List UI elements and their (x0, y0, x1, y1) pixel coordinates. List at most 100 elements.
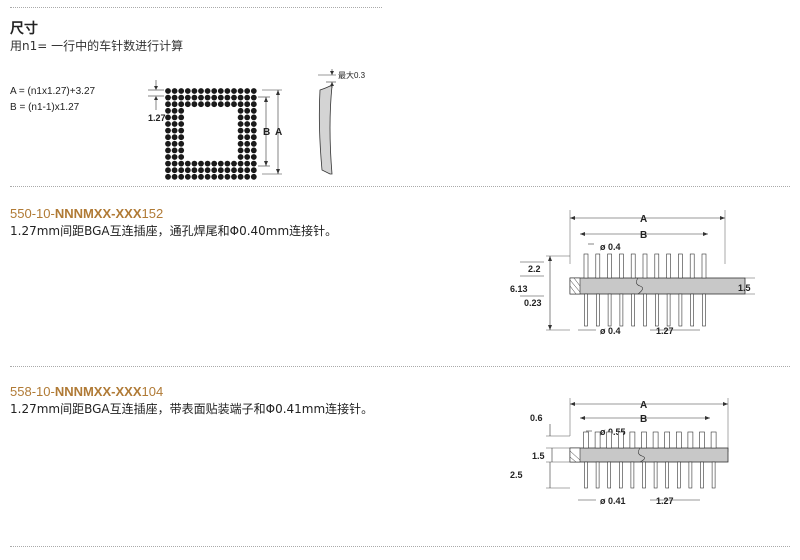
solder-ball (178, 140, 185, 147)
solder-ball (244, 101, 251, 108)
solder-ball (191, 94, 198, 101)
pn-mid: NNNMXX-XXX (54, 206, 142, 221)
solder-ball (178, 134, 185, 141)
solder-ball (237, 121, 244, 127)
dim-pitch: 1.27 (656, 496, 674, 506)
solder-ball (211, 94, 218, 101)
pin-top (664, 431, 670, 449)
solder-ball (224, 88, 231, 94)
solder-ball (198, 160, 204, 167)
solder-ball (237, 147, 244, 154)
solder-ball (198, 88, 204, 94)
solder-ball (217, 88, 224, 94)
pin-top (642, 253, 648, 279)
solder-ball (165, 88, 171, 94)
solder-ball (244, 140, 251, 147)
product2-drawing: A B ø 0.55 0.6 1.5 2.5 ø 0.41 1.27 (510, 398, 729, 506)
solder-ball (171, 101, 178, 108)
label-a: A (275, 127, 282, 138)
label-b: B (263, 127, 270, 138)
solder-ball (250, 134, 257, 141)
pin-top (666, 253, 671, 279)
dim-1-5: 1.5 (532, 451, 545, 461)
solder-ball (244, 147, 251, 154)
pin-top (678, 253, 683, 279)
dim-2-2: 2.2 (528, 264, 541, 274)
solder-ball (198, 173, 204, 180)
pin-top (618, 431, 624, 449)
solder-ball (244, 134, 251, 141)
section-title: 尺寸 (10, 21, 38, 37)
pin-top (687, 431, 694, 449)
product1-drawing: A B ø 0.4 6.13 2.2 0.23 1.5 ø 0.4 1.27 (510, 210, 755, 336)
pin-top (629, 431, 636, 449)
solder-ball (178, 114, 185, 121)
solder-ball (211, 160, 218, 167)
pin-bottom (607, 293, 612, 327)
separator-3 (10, 546, 790, 547)
pin-bottom (607, 461, 611, 489)
solder-ball (191, 173, 198, 180)
solder-ball (178, 154, 185, 160)
solder-ball (231, 167, 237, 174)
solder-ball (250, 173, 257, 180)
solder-ball (237, 101, 244, 108)
part-number-558: 558-10-NNNMXX-XXX104 (10, 384, 163, 399)
solder-ball (231, 173, 237, 180)
pin-top (606, 431, 612, 449)
solder-ball (165, 134, 171, 141)
solder-ball (184, 94, 191, 101)
solder-ball (237, 114, 244, 121)
formula-b: B = (n1-1)x1.27 (10, 102, 80, 113)
pin-bottom (619, 293, 624, 327)
solder-ball (204, 101, 211, 108)
pin-top (630, 253, 636, 279)
pin-top (583, 431, 589, 449)
solder-ball (237, 107, 244, 114)
pn-suffix: 152 (141, 206, 164, 221)
solder-ball (224, 167, 231, 174)
pn-prefix: 558-10- (10, 384, 55, 399)
dim-a: A (640, 214, 647, 225)
solder-ball (171, 134, 178, 141)
dim-2-5: 2.5 (510, 470, 523, 480)
solder-ball (171, 127, 178, 134)
dim-thick: 1.5 (738, 283, 751, 293)
solder-ball (165, 173, 171, 180)
pin-top (641, 431, 647, 449)
solder-ball (184, 101, 191, 108)
solder-ball (244, 154, 251, 160)
pin-top (710, 431, 717, 449)
solder-ball (178, 101, 185, 108)
solder-ball (224, 101, 231, 108)
solder-ball (244, 107, 251, 114)
dim-height: 6.13 (510, 284, 528, 294)
product1-pins (583, 253, 707, 327)
solder-ball (178, 160, 185, 167)
dim-dia-bottom: ø 0.41 (600, 496, 626, 506)
section-subtitle: 用n1= 一行中的车针数进行计算 (10, 39, 184, 53)
solder-ball (204, 160, 211, 167)
solder-ball (165, 154, 171, 160)
solder-ball (198, 101, 204, 108)
pin-bottom (653, 461, 658, 489)
solder-ball (165, 101, 171, 108)
pin-bottom (655, 293, 659, 327)
solder-ball (237, 88, 244, 94)
solder-ball (171, 94, 178, 101)
solder-ball (237, 167, 244, 174)
product1-description: 1.27mm间距BGA互连插座，通孔焊尾和Φ0.40mm连接针。 (10, 224, 338, 238)
pin-top (595, 253, 601, 279)
solder-ball (165, 114, 171, 121)
solder-ball (217, 167, 224, 174)
solder-ball (244, 88, 251, 94)
solder-ball (171, 121, 178, 127)
dim-0-6: 0.6 (530, 413, 543, 423)
pin-bottom (619, 461, 623, 489)
pin-bottom (584, 293, 588, 327)
solder-ball (171, 147, 178, 154)
pin-bottom (690, 293, 694, 327)
solder-ball (178, 94, 185, 101)
solder-ball (191, 88, 198, 94)
dim-dia-bottom: ø 0.4 (600, 326, 621, 336)
